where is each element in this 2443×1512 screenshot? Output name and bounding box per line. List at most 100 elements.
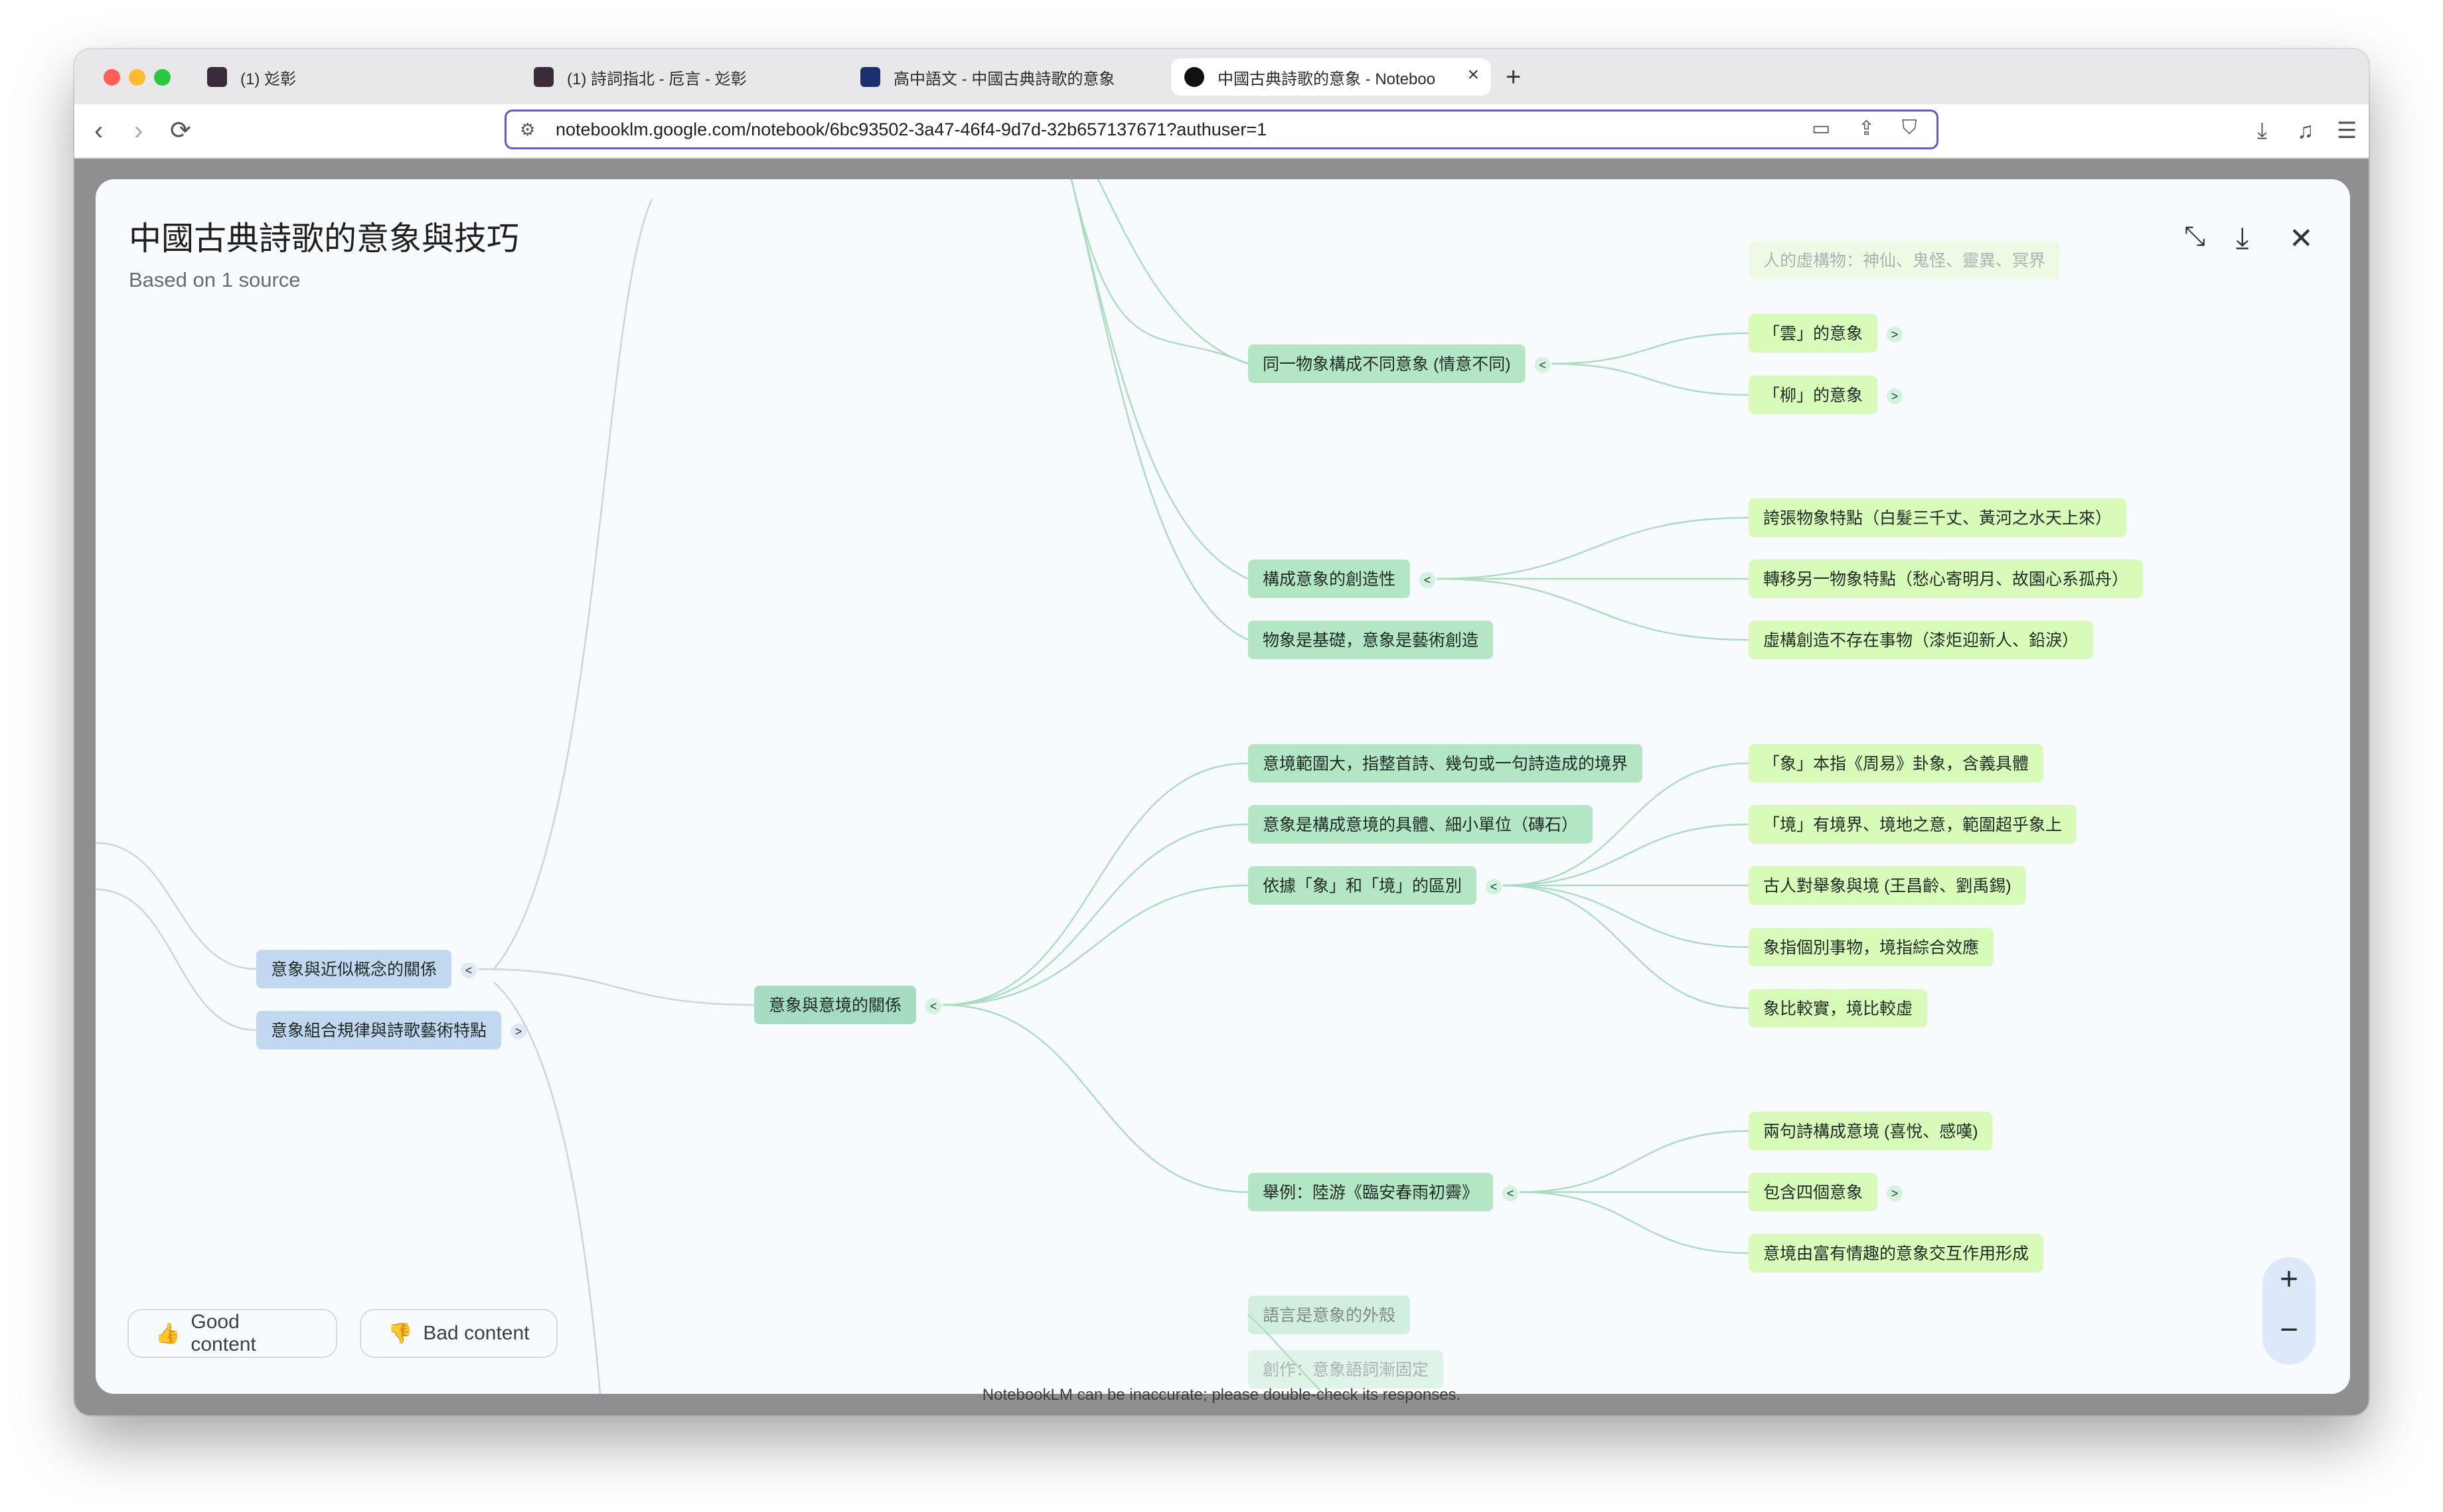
mindmap-node-interaction[interactable]: 意境由富有情趣的意象交互作用形成 <box>1749 1234 2044 1272</box>
share-icon[interactable]: ⇪ <box>1858 117 1875 139</box>
favicon-icon <box>207 67 227 87</box>
mindmap-node-willow[interactable]: 「柳」的意象 <box>1749 376 1878 414</box>
expand-toggle-icon[interactable]: > <box>1887 388 1903 404</box>
collapse-toggle-icon[interactable]: < <box>1486 879 1502 895</box>
svg-text:<: < <box>1539 358 1546 372</box>
good-content-label: Good content <box>191 1311 256 1355</box>
expand-toggle-icon[interactable]: > <box>1887 1185 1903 1201</box>
edge-offscreen <box>1097 179 1249 365</box>
mindmap-node-l1b[interactable]: 意象組合規律與詩歌藝術特點 <box>256 1011 502 1049</box>
svg-text:<: < <box>1424 573 1431 587</box>
reload-icon[interactable]: ⟳ <box>170 117 191 145</box>
mindmap-node-label: 同一物象構成不同意象 (情意不同) <box>1263 355 1511 374</box>
mindmap-node-label: 虛構創造不存在事物（漆炬迎新人、鉛淚） <box>1763 631 2079 650</box>
downloads-icon[interactable]: ⤓ <box>2257 118 2268 143</box>
mindmap-node-cloud[interactable]: 「雲」的意象 <box>1749 314 1878 352</box>
close-window-button[interactable] <box>104 69 120 86</box>
forward-icon[interactable]: › <box>134 116 143 145</box>
mindmap-node-jing[interactable]: 「境」有境界、境地之意，範圍超乎象上 <box>1749 805 2077 844</box>
expand-toggle-icon[interactable]: > <box>1887 327 1903 342</box>
edge-same_object-cloud <box>1551 332 1749 365</box>
close-icon[interactable]: ✕ <box>2289 222 2314 255</box>
mindmap-node-bottom_faded[interactable]: 創作：意象語詞漸固定 <box>1248 1350 1444 1389</box>
svg-text:<: < <box>1507 1187 1514 1200</box>
edge-offscreen <box>1070 179 1249 365</box>
maximize-window-button[interactable] <box>154 69 171 86</box>
mindmap-node-fiction[interactable]: 虛構創造不存在事物（漆炬迎新人、鉛淚） <box>1749 621 2094 659</box>
edge-creativity-fiction <box>1437 577 1749 641</box>
mindmap-node-ancients[interactable]: 古人對舉象與境 (王昌齡、劉禹錫) <box>1749 866 2026 905</box>
close-tab-icon[interactable]: × <box>1467 64 1479 86</box>
mindmap-node-transfer[interactable]: 轉移另一物象特點（愁心寄明月、故園心系孤舟） <box>1749 560 2144 598</box>
zoom-in-icon[interactable]: + <box>2279 1262 2299 1297</box>
url-text[interactable]: notebooklm.google.com/notebook/6bc93502-… <box>556 119 1267 139</box>
mindmap-node-xiang[interactable]: 「象」本指《周易》卦象，含義具體 <box>1749 744 2044 783</box>
mindmap-node-label: 「雲」的意象 <box>1763 325 1863 343</box>
edge-l2-scope <box>943 762 1249 1006</box>
bad-content-label: Bad content <box>423 1322 530 1344</box>
media-icon[interactable]: ♫ <box>2297 118 2314 143</box>
back-icon[interactable]: ‹ <box>94 116 104 145</box>
edge-distinction-real <box>1503 884 1749 1010</box>
mindmap-node-top_faded[interactable]: 人的虛構物：神仙、鬼怪、靈異、冥界 <box>1749 241 2061 279</box>
shield-icon[interactable]: ⛉ <box>1902 117 1917 139</box>
new-tab-icon[interactable]: + <box>1506 62 1522 92</box>
expand-toggle-icon[interactable]: > <box>511 1023 527 1039</box>
mindmap-node-label: 象指個別事物，境指綜合效應 <box>1763 939 1979 957</box>
mindmap-node-label: 意境由富有情趣的意象交互作用形成 <box>1763 1245 2029 1263</box>
collapse-toggle-icon[interactable]: < <box>461 962 477 978</box>
mindmap-node-example[interactable]: 舉例：陸游《臨安春雨初霽》 <box>1248 1173 1494 1211</box>
collapse-toggle-icon[interactable]: < <box>1419 572 1436 588</box>
collapse-icon[interactable]: ⤡ <box>2184 222 2205 251</box>
navigation-bar: ‹ › ⟳ ⚙ notebooklm.google.com/notebook/6… <box>74 104 2369 159</box>
mindmap-node-language[interactable]: 語言是意象的外殼 <box>1248 1296 1411 1334</box>
mindmap-node-l2[interactable]: 意象與意境的關係 <box>754 986 917 1024</box>
minimize-window-button[interactable] <box>129 69 145 86</box>
mindmap-node-four[interactable]: 包含四個意象 <box>1749 1173 1878 1211</box>
address-bar[interactable]: ⚙ notebooklm.google.com/notebook/6bc9350… <box>505 110 1938 149</box>
mindmap-node-distinction[interactable]: 依據「象」和「境」的區別 <box>1248 866 1477 905</box>
mindmap-node-concrete[interactable]: 意象是構成意境的具體、細小單位（磚石） <box>1248 805 1593 844</box>
favicon-icon <box>534 67 554 87</box>
mindmap-title: 中國古典詩歌的意象與技巧 <box>129 221 520 257</box>
mindmap-node-individual[interactable]: 象指個別事物，境指綜合效應 <box>1749 928 1994 966</box>
tab-3[interactable]: 高中語文 - 中國古典詩歌的意象 <box>847 58 1159 96</box>
collapse-toggle-icon[interactable]: < <box>1502 1185 1519 1201</box>
mindmap-node-two_lines[interactable]: 兩句詩構成意境 (喜悅、感嘆) <box>1749 1112 1993 1150</box>
edge-l1-l2 <box>478 968 755 1006</box>
mindmap-node-label: 轉移另一物象特點（愁心寄明月、故園心系孤舟） <box>1763 570 2128 589</box>
edge-distinction-xiang <box>1503 762 1749 887</box>
collapse-toggle-icon[interactable]: < <box>1534 357 1551 373</box>
mindmap-node-l1a[interactable]: 意象與近似概念的關係 <box>256 950 452 988</box>
edge-offscreen <box>1070 179 1249 641</box>
mindmap-node-real[interactable]: 象比較實，境比較虛 <box>1749 989 1928 1027</box>
mindmap-node-scope[interactable]: 意境範圍大，指整首詩、幾句或一句詩造成的境界 <box>1248 744 1643 783</box>
tab-title: (1) 彣彰 <box>240 70 296 88</box>
mindmap-node-label: 意象組合規律與詩歌藝術特點 <box>271 1021 487 1040</box>
mindmap-node-creativity[interactable]: 構成意象的創造性 <box>1248 560 1411 598</box>
tab-4-active[interactable]: 中國古典詩歌的意象 - Noteboo × <box>1171 58 1491 96</box>
favicon-icon <box>860 67 880 87</box>
mindmap-node-basis[interactable]: 物象是基礎，意象是藝術創造 <box>1248 621 1494 659</box>
source-count: Based on 1 source <box>129 268 301 291</box>
svg-text:<: < <box>465 964 473 977</box>
svg-text:>: > <box>1891 328 1899 341</box>
collapse-toggle-icon[interactable]: < <box>925 998 942 1014</box>
mindmap-node-label: 誇張物象特點（白髮三千丈、黃河之水天上來） <box>1763 509 2112 528</box>
zoom-out-icon[interactable]: − <box>2279 1312 2299 1347</box>
mindmap-node-same_object[interactable]: 同一物象構成不同意象 (情意不同) <box>1248 344 1526 383</box>
tab-2[interactable]: (1) 詩詞指北 - 卮言 - 彣彰 <box>520 58 832 96</box>
mindmap-node-label: 兩句詩構成意境 (喜悅、感嘆) <box>1763 1122 1978 1141</box>
bad-content-button[interactable]: 👎 Bad content <box>360 1309 558 1358</box>
thumbs-up-icon: 👍 <box>155 1322 181 1345</box>
cast-icon[interactable]: ▭ <box>1812 117 1831 139</box>
good-content-button[interactable]: 👍 Good content <box>127 1309 337 1358</box>
edge-l2-example <box>943 1004 1249 1193</box>
download-icon[interactable]: ⤓ <box>2236 222 2249 254</box>
tab-1[interactable]: (1) 彣彰 <box>194 58 506 96</box>
site-settings-icon[interactable]: ⚙ <box>520 119 536 139</box>
menu-icon[interactable]: ☰ <box>2337 118 2357 143</box>
mindmap-node-exaggerate[interactable]: 誇張物象特點（白髮三千丈、黃河之水天上來） <box>1749 498 2127 537</box>
mindmap-node-label: 舉例：陸游《臨安春雨初霽》 <box>1263 1183 1478 1202</box>
